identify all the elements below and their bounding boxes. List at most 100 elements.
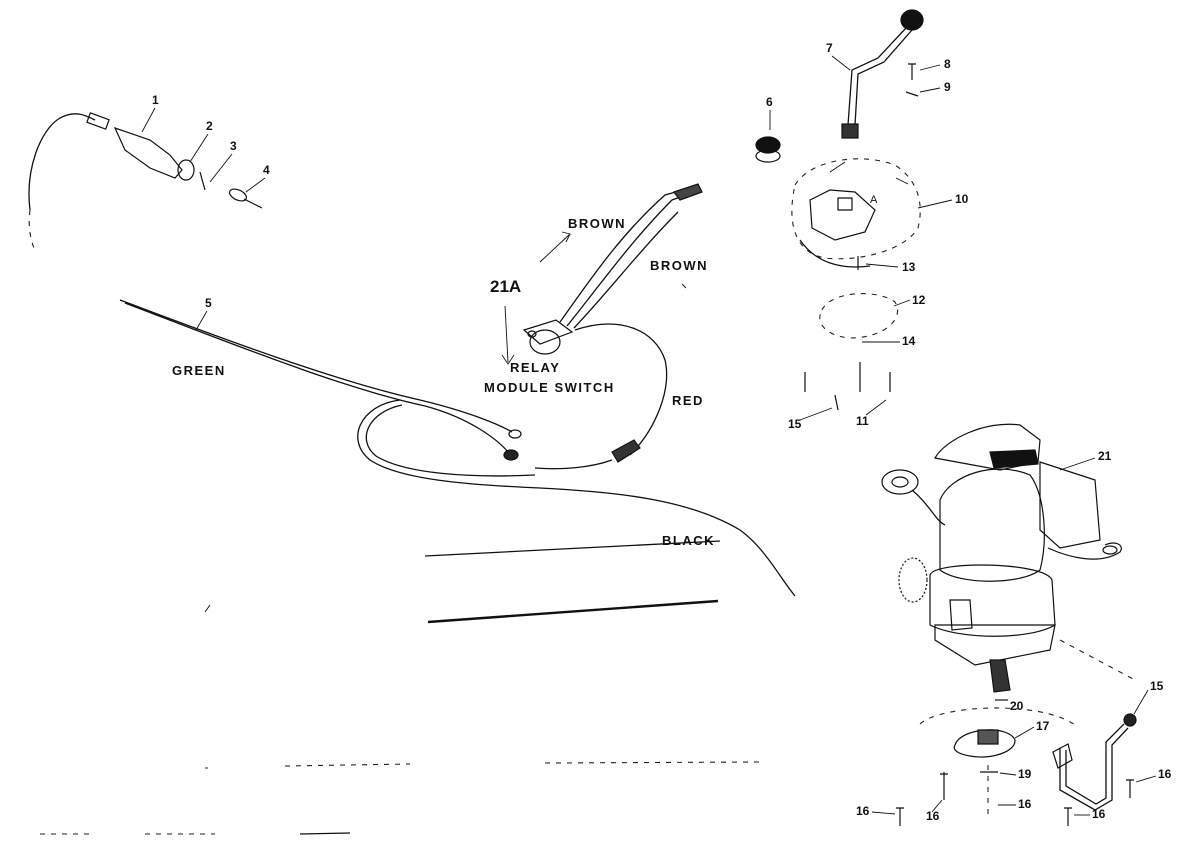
bolt-16b [940, 772, 948, 800]
green-wire-assembly: 5 GREEN [119, 296, 522, 461]
green-wire-2 [124, 302, 509, 453]
red-wire-lead [534, 459, 613, 470]
engine-shaft [989, 659, 1011, 693]
callout-19: 19 [1018, 767, 1032, 781]
callout-13: 13 [902, 260, 916, 274]
engine-base [934, 624, 1056, 666]
black-wire-loop [357, 399, 796, 597]
engine-cover-black-tab [989, 449, 1039, 469]
leader-2 [189, 133, 209, 163]
housing-inner [837, 197, 853, 211]
leader-9 [919, 87, 941, 93]
throttle-grip-inner [891, 476, 909, 488]
callout-10: 10 [955, 192, 969, 206]
leader-7 [831, 55, 851, 71]
label-green: GREEN [172, 363, 226, 378]
ignition-cable-dashed [28, 209, 35, 249]
engine-block [929, 564, 1056, 637]
leader-21 [1059, 457, 1096, 471]
housing-tick-1 [829, 161, 846, 173]
housing-tick-2 [895, 177, 909, 185]
label-red: RED [672, 393, 704, 408]
label-black: BLACK [662, 533, 715, 548]
callout-6: 6 [766, 95, 773, 109]
leader-brown-1 [539, 233, 571, 263]
callout-14: 14 [902, 334, 916, 348]
callout-17: 17 [1036, 719, 1050, 733]
callout-7: 7 [826, 41, 833, 55]
washer-15 [834, 394, 839, 411]
shift-lever-rod [847, 27, 907, 126]
green-wire [119, 299, 513, 433]
engine-shroud [939, 468, 1045, 582]
ignition-key-shank [243, 198, 263, 209]
engine-cable-loop [1047, 542, 1122, 560]
engine-ring-terminal [1102, 545, 1118, 555]
bracket-15 [1059, 727, 1129, 811]
shift-lever-assembly: 7 8 9 6 [755, 9, 951, 163]
leader-8 [919, 64, 941, 71]
ignition-switch-assembly [28, 112, 263, 249]
wire-connector [673, 183, 703, 201]
leader-13 [865, 263, 899, 268]
bracket-15-tab [1052, 743, 1073, 769]
leader-3 [209, 153, 233, 183]
callout-16c: 16 [856, 804, 870, 818]
relay-body [529, 329, 561, 355]
brown-2-tick [681, 283, 687, 289]
brown-wire-a [559, 187, 691, 323]
leader-15b [1133, 689, 1149, 715]
label-relay: RELAY [510, 360, 560, 375]
callout-8: 8 [944, 57, 951, 71]
chassis-lines [40, 540, 761, 835]
leader-16d [1135, 775, 1157, 783]
green-ring-terminal [508, 429, 522, 439]
housing-a-mark: A [870, 194, 878, 206]
brown-wire-b [566, 189, 701, 327]
callout-16b: 16 [926, 809, 940, 823]
chassis-line-lower [427, 599, 719, 624]
engine-leader-dash [1059, 639, 1136, 681]
callout-1: 1 [152, 93, 159, 107]
leader-16b [931, 799, 943, 813]
housing-detail [809, 189, 876, 241]
callout-15b: 15 [1150, 679, 1164, 693]
callout-2: 2 [206, 119, 213, 133]
leader-11 [865, 399, 887, 416]
callout-5: 5 [205, 296, 212, 310]
shift-lever-rod-2 [854, 29, 913, 126]
callout-16a: 16 [1018, 797, 1032, 811]
bolt-16c [896, 807, 904, 826]
callout-16d: 16 [1158, 767, 1172, 781]
leader-4 [245, 177, 266, 193]
switch-nut [177, 159, 195, 181]
pulley-dash-arc [919, 707, 1076, 726]
bolt-16d [1126, 779, 1134, 798]
engine-air-box [1039, 461, 1101, 549]
switch-washer [199, 171, 206, 191]
callout-3: 3 [230, 139, 237, 153]
red-wire-connector [611, 439, 641, 463]
callouts-ignition: 1 2 3 4 [141, 93, 270, 193]
callout-9: 9 [944, 80, 951, 94]
callout-12: 12 [912, 293, 926, 307]
brown-wire-c [573, 211, 679, 329]
callout-16e: 16 [1092, 807, 1106, 821]
bottom-dash-5 [299, 832, 351, 835]
leader-15a [799, 407, 833, 421]
chassis-tick [204, 604, 211, 613]
leader-21a [504, 305, 509, 363]
ignition-cable [28, 113, 96, 211]
leader-21a-arrow [501, 354, 515, 365]
engine-assembly: 21 [881, 423, 1136, 693]
label-module-switch: MODULE SWITCH [484, 380, 615, 395]
transmission-housing: A 10 13 12 14 15 11 [788, 158, 969, 431]
bottom-dash-1 [284, 763, 411, 767]
shift-lever-base [841, 123, 859, 139]
leader-brown-1-arrow [561, 231, 571, 243]
ref-21a: 21A [490, 277, 521, 296]
red-wire [574, 323, 668, 456]
bottom-dash-2 [544, 761, 761, 764]
callout-20: 20 [1010, 699, 1024, 713]
